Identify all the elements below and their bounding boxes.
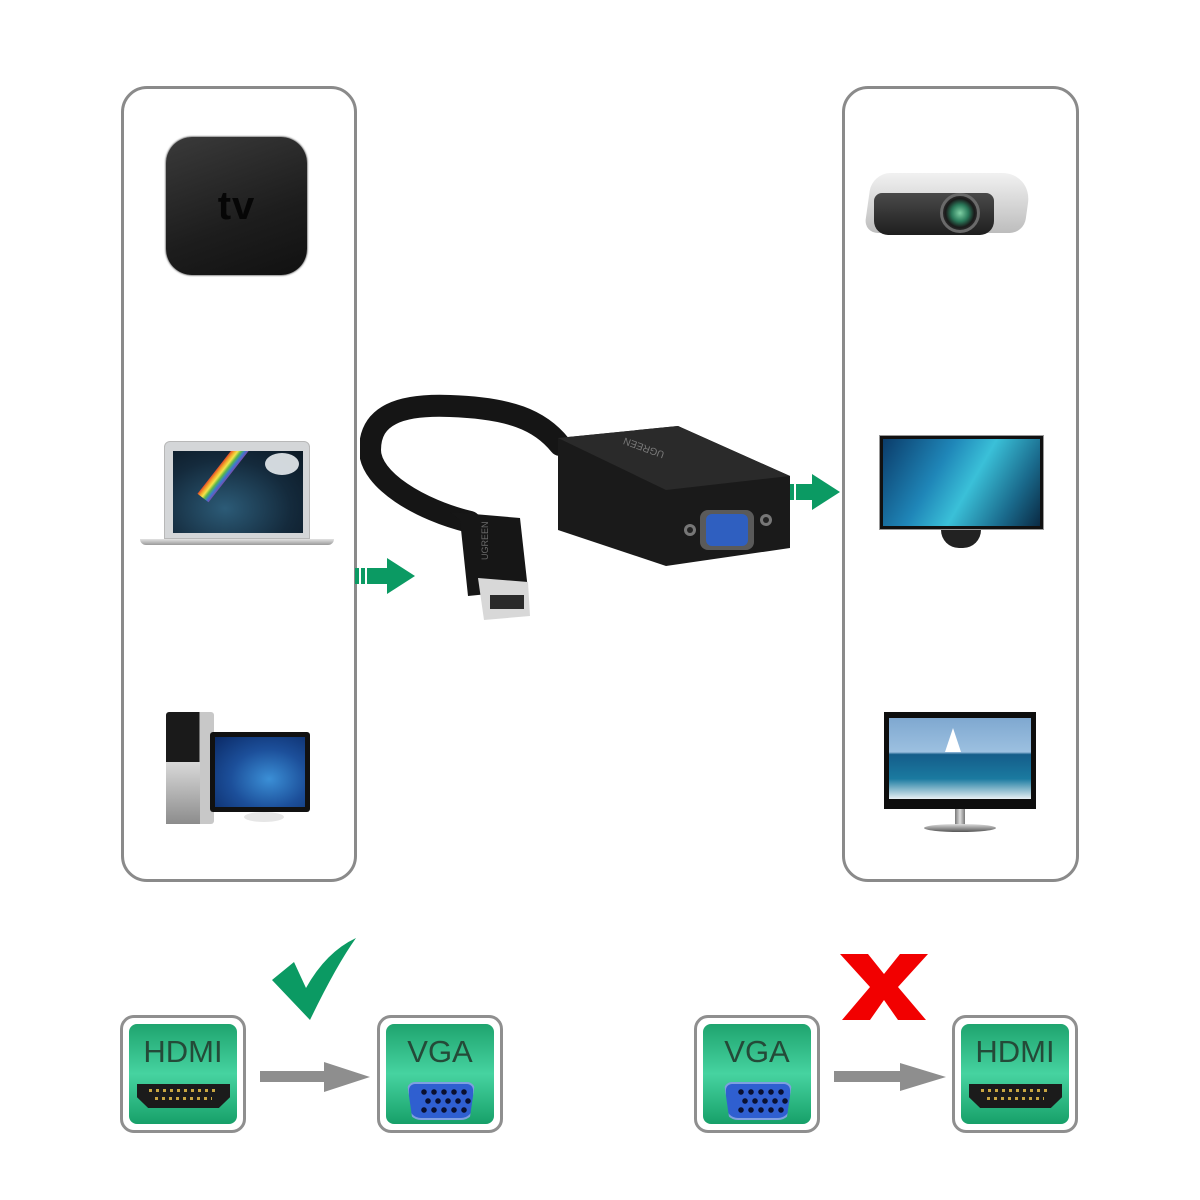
cross-icon [840,954,928,1020]
port-label: HDMI [143,1034,223,1069]
flow-arrow-out-icon [790,474,840,510]
vga-port-icon [724,1082,792,1120]
svg-text:UGREEN: UGREEN [480,521,490,560]
hdmi-port-icon [969,1084,1062,1108]
monitor-icon [879,435,1044,555]
gray-arrow-icon [834,1063,946,1091]
projector-icon [863,153,1033,248]
vga-port-badge: VGA [694,1015,820,1133]
hdmi-port-icon [137,1084,230,1108]
desktop-pc-icon [166,712,312,830]
hdmi-port-badge: HDMI [952,1015,1078,1133]
apple-tv-icon: tv [166,137,307,275]
laptop-icon [140,441,334,545]
vga-port-badge: VGA [377,1015,503,1133]
port-label: VGA [724,1034,790,1069]
apple-tv-logo: tv [217,183,256,228]
check-icon [272,938,356,1020]
tv-monitor-icon [884,712,1036,832]
port-label: HDMI [975,1034,1055,1069]
gray-arrow-icon [260,1062,370,1092]
hdmi-port-badge: HDMI [120,1015,246,1133]
vga-port-icon [407,1082,475,1120]
port-label: VGA [407,1034,473,1069]
flow-arrow-in-icon [355,558,415,594]
hdmi-to-vga-adapter: UGREEN UGREEN [360,390,800,630]
